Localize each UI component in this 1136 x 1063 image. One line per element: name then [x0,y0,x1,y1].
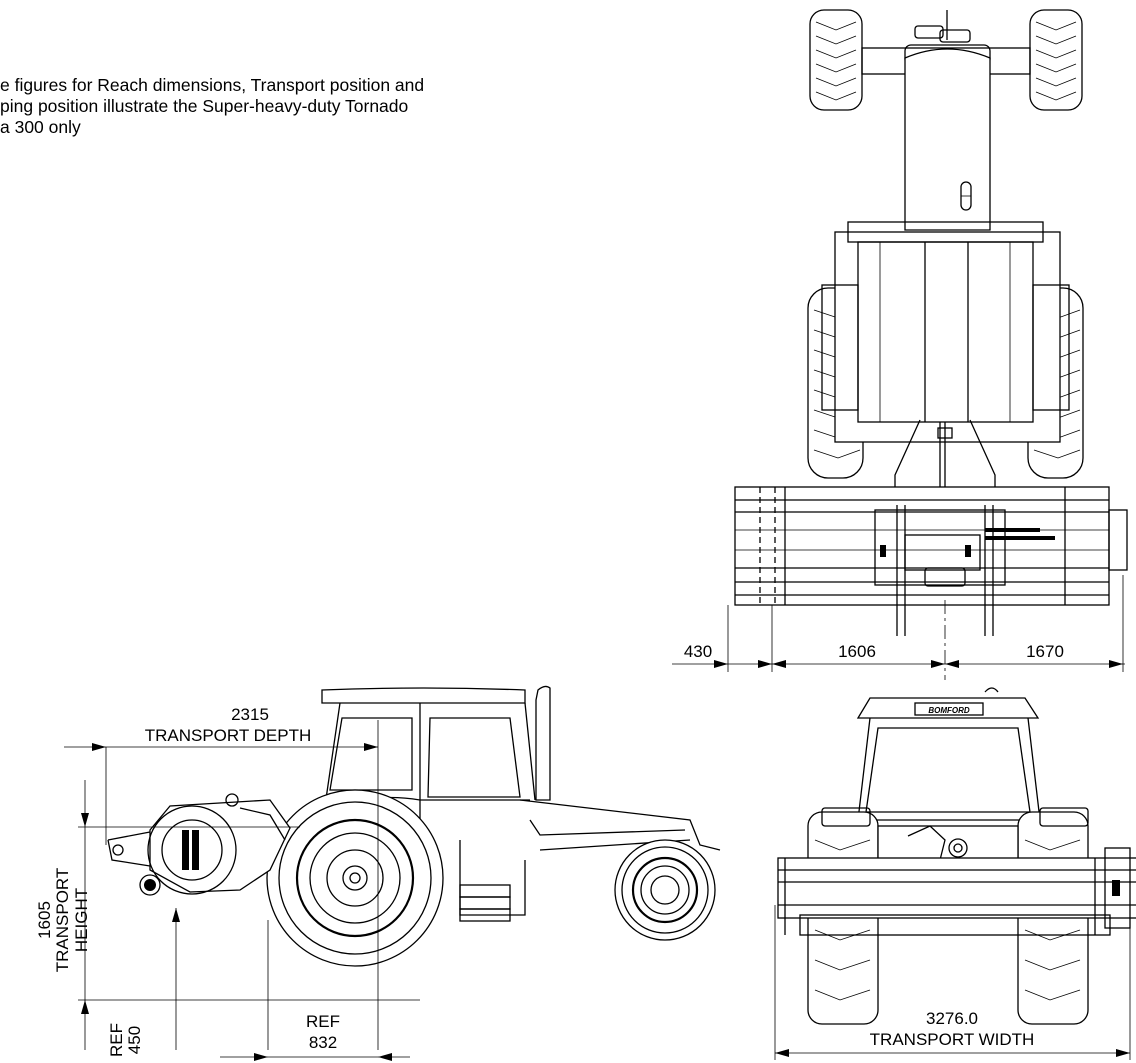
top-view-mower [734,486,1128,636]
side-view-mower [107,793,291,896]
dim-top-center: 1606 [838,642,876,661]
caption-line-1: e figures for Reach dimensions, Transpor… [0,75,425,95]
dim-ref-right-1: REF [306,1012,340,1031]
dim-height-value: 1605 [35,901,54,939]
dim-height-label-1: TRANSPORT [53,868,72,973]
caption-line-2: ping position illustrate the Super-heavy… [0,96,409,116]
front-view-drawing: BOMFORD [777,687,1136,1025]
caption-text: e figures for Reach dimensions, Transpor… [0,75,620,138]
top-view-drawing [734,9,1128,680]
side-rear-wheel [266,789,444,967]
dim-depth-value: 2315 [231,705,269,724]
dim-top-left: 430 [684,642,712,661]
caption-line-3: a 300 only [0,117,81,137]
dim-width-value: 3276.0 [926,1009,978,1028]
front-view-mower [777,847,1136,936]
top-front-right-wheel [1029,9,1083,111]
side-view-drawing [107,685,721,967]
front-view-dimensions: 3276.0 TRANSPORT WIDTH [774,905,1131,1060]
side-view-dimensions: 2315 TRANSPORT DEPTH 1605 TRANSPORT HEIG… [35,705,420,1061]
dim-ref-right-2: 832 [309,1033,337,1052]
dim-depth-label: TRANSPORT DEPTH [145,726,312,745]
dim-ref-left-1: REF [107,1023,126,1057]
front-brand-label: BOMFORD [928,706,970,715]
side-front-wheel [614,839,716,941]
top-front-left-wheel [809,9,863,111]
dim-top-right: 1670 [1026,642,1064,661]
dim-width-label: TRANSPORT WIDTH [870,1030,1035,1049]
dim-ref-left-2: 450 [125,1026,144,1054]
dim-height-label-2: HEIGHT [72,888,91,952]
top-view-dimensions: 430 1606 1670 [672,575,1125,672]
